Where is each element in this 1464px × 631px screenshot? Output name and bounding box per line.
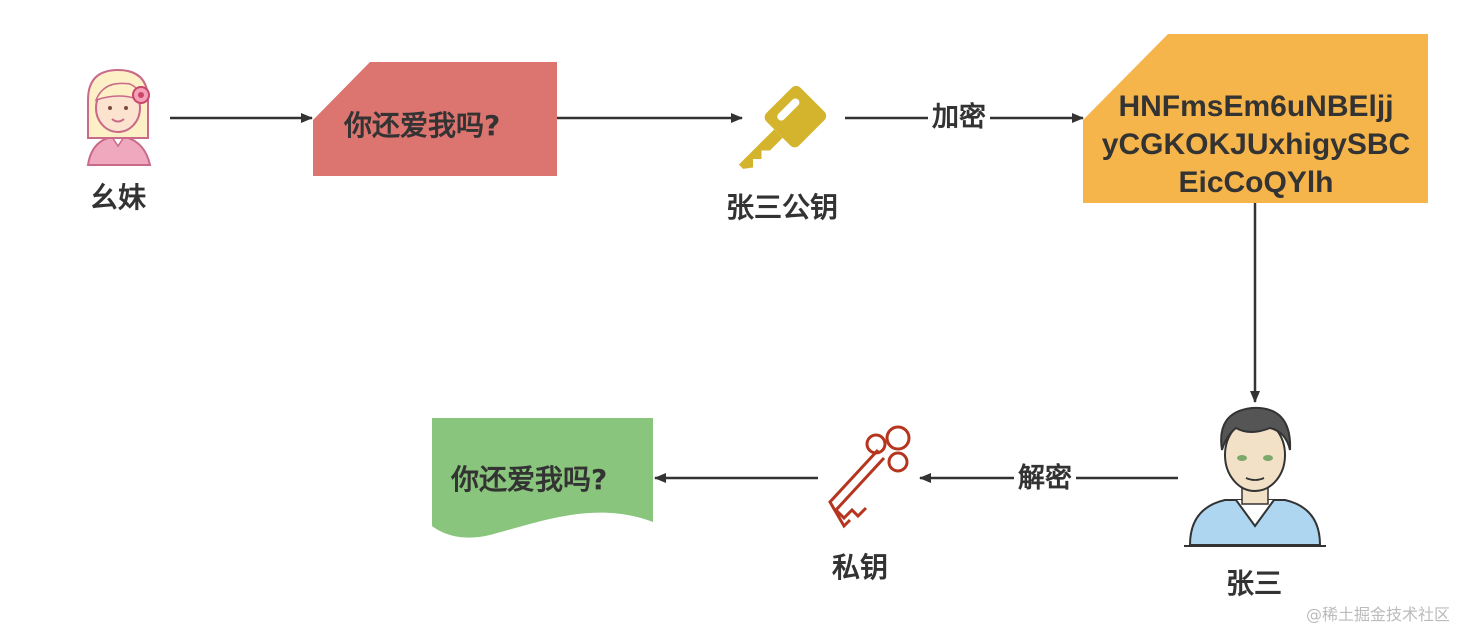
message-received-text: 你还爱我吗?: [451, 463, 608, 496]
zhangsan-label: 张三: [1226, 567, 1283, 600]
ciphertext-line-2: yCGKOKJUxhigySBC: [1101, 128, 1411, 161]
ciphertext-text: HNFmsEm6uNBEljj yCGKOKJUxhigySBC EicCoQY…: [1088, 88, 1424, 202]
encrypt-label: 加密: [928, 104, 990, 131]
ciphertext-card-shape: [1083, 34, 1428, 203]
watermark: @稀土掘金技术社区: [1305, 605, 1450, 624]
decrypt-label: 解密: [1014, 465, 1076, 492]
girl-label: 幺妹: [90, 181, 147, 214]
message-sent-text: 你还爱我吗?: [344, 109, 501, 142]
private-key-icon: [828, 425, 911, 529]
ciphertext-line-1: HNFmsEm6uNBEljj: [1118, 90, 1394, 123]
public-key-label: 张三公钥: [726, 191, 839, 224]
zhangsan-icon: [1184, 406, 1326, 547]
girl-icon: [86, 68, 152, 166]
ciphertext-line-3: EicCoQYlh: [1178, 166, 1334, 199]
message-card-shape: [313, 62, 557, 176]
private-key-label: 私钥: [832, 551, 889, 584]
message-document-shape: [432, 418, 653, 538]
public-key-icon: [738, 85, 827, 169]
